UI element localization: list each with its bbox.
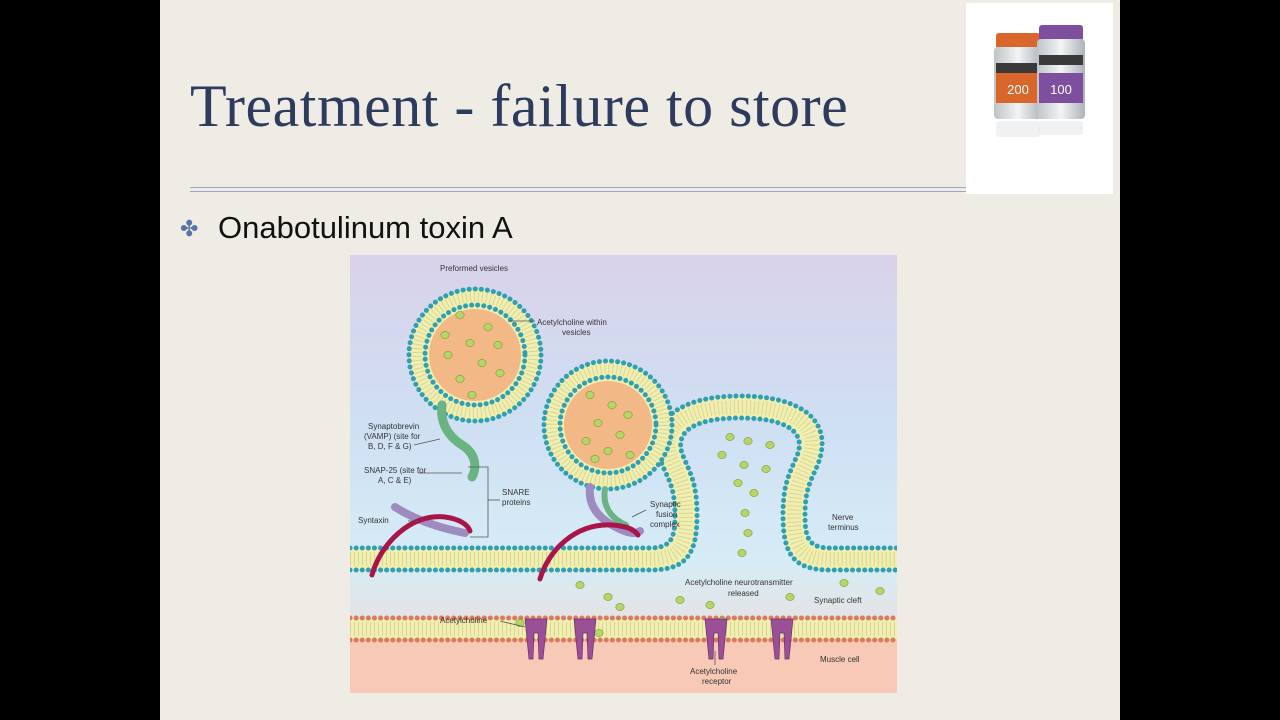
snap-25 <box>391 503 469 537</box>
acetylcholine-molecule <box>483 323 493 331</box>
vial-right-label <box>1039 73 1083 103</box>
synapse-diagram: Preformed vesicles Acetylcholine within … <box>350 255 897 693</box>
label-released-2: released <box>728 589 759 598</box>
snare-complex-right <box>537 483 644 582</box>
acetylcholine-receptor <box>573 618 597 660</box>
label-nerve-1: Nerve <box>832 513 854 522</box>
acetylcholine-molecule <box>590 455 600 463</box>
label-synaptobrevin-3: B, D, F & G) <box>368 442 412 451</box>
syntaxin-protein <box>369 514 473 578</box>
acetylcholine-molecule <box>607 401 617 409</box>
acetylcholine-molecule <box>593 419 603 427</box>
label-snap25-2: A, C & E) <box>378 476 412 485</box>
acetylcholine-molecule <box>603 593 613 601</box>
slide: Treatment - failure to store ✤ Onabotuli… <box>160 0 1120 720</box>
acetylcholine-receptor <box>524 618 548 660</box>
label-synaptobrevin-1: Synaptobrevin <box>368 422 419 431</box>
acetylcholine-molecule <box>515 619 525 627</box>
acetylcholine-molecule <box>839 579 849 587</box>
label-fusion-1: Synaptic <box>650 500 681 509</box>
label-ach-within-2: vesicles <box>562 328 590 337</box>
acetylcholine-molecule <box>737 549 747 557</box>
acetylcholine-receptor <box>770 618 794 660</box>
acetylcholine-molecule <box>440 331 450 339</box>
vial-left-label <box>996 73 1040 103</box>
label-muscle: Muscle cell <box>820 655 860 664</box>
slide-title: Treatment - failure to store <box>190 73 849 139</box>
acetylcholine-molecules <box>440 311 885 637</box>
acetylcholine-molecule <box>467 391 477 399</box>
label-synaptobrevin-2: (VAMP) (site for <box>364 432 421 441</box>
acetylcholine-molecule <box>875 587 885 595</box>
leader-lines <box>408 320 716 665</box>
acetylcholine-molecule <box>585 391 595 399</box>
vial-left-cap <box>996 33 1040 49</box>
label-ach-within-1: Acetylcholine within <box>537 318 607 327</box>
label-snare-1: SNARE <box>502 488 530 497</box>
acetylcholine-molecule <box>594 629 604 637</box>
acetylcholine-molecule <box>725 433 735 441</box>
snare-complex-left <box>369 400 480 578</box>
label-receptor-1: Acetylcholine <box>690 667 738 676</box>
acetylcholine-molecule <box>739 461 749 469</box>
acetylcholine-molecule <box>575 581 585 589</box>
title-rule-bottom <box>190 191 966 192</box>
vial-200: 200 <box>994 33 1042 137</box>
vial-right-cap <box>1039 25 1083 41</box>
nerve-membrane <box>350 393 897 573</box>
acetylcholine-molecule <box>749 489 759 497</box>
muscle-membrane <box>350 615 897 643</box>
label-preformed-vesicles: Preformed vesicles <box>440 264 508 273</box>
label-syntaxin: Syntaxin <box>358 516 389 525</box>
acetylcholine-molecule <box>717 451 727 459</box>
label-snare-2: proteins <box>502 498 530 507</box>
acetylcholine-receptors <box>524 618 794 660</box>
acetylcholine-molecule <box>733 479 743 487</box>
bullet-icon: ✤ <box>180 216 199 241</box>
acetylcholine-molecule <box>465 339 475 347</box>
acetylcholine-molecule <box>443 351 453 359</box>
label-fusion-3: complex <box>650 520 680 529</box>
acetylcholine-molecule <box>495 369 505 377</box>
vesicle-docking <box>541 358 675 492</box>
acetylcholine-molecule <box>615 431 625 439</box>
label-nerve-2: terminus <box>828 523 859 532</box>
title-rule-top <box>190 187 966 188</box>
synaptobrevin <box>437 400 480 482</box>
acetylcholine-molecule <box>493 341 503 349</box>
vial-right-dose: 100 <box>1050 82 1072 97</box>
acetylcholine-molecule <box>625 451 635 459</box>
acetylcholine-molecule <box>743 437 753 445</box>
vesicle-preformed <box>406 286 544 424</box>
diagram-labels: Preformed vesicles Acetylcholine within … <box>358 264 862 686</box>
label-snap25-1: SNAP-25 (site for <box>364 466 427 475</box>
acetylcholine-molecule <box>603 447 613 455</box>
acetylcholine-molecule <box>761 465 771 473</box>
label-cleft: Synaptic cleft <box>814 596 862 605</box>
label-receptor-2: receptor <box>702 677 732 686</box>
acetylcholine-molecule <box>615 603 625 611</box>
acetylcholine-receptor <box>704 618 728 660</box>
botox-vials-image: 200 100 <box>966 3 1113 194</box>
vial-left-dose: 200 <box>1007 82 1029 97</box>
acetylcholine-molecule <box>705 601 715 609</box>
acetylcholine-molecule <box>623 411 633 419</box>
vial-100: 100 <box>1037 25 1085 135</box>
acetylcholine-molecule <box>740 509 750 517</box>
label-fusion-2: fusion <box>656 510 677 519</box>
acetylcholine-molecule <box>581 437 591 445</box>
acetylcholine-molecule <box>785 593 795 601</box>
acetylcholine-molecule <box>743 529 753 537</box>
acetylcholine-molecule <box>455 311 465 319</box>
label-released-1: Acetylcholine neurotransmitter <box>685 578 793 587</box>
acetylcholine-molecule <box>765 441 775 449</box>
bullet-text: Onabotulinum toxin A <box>218 210 513 245</box>
acetylcholine-molecule <box>477 359 487 367</box>
acetylcholine-molecule <box>455 375 465 383</box>
label-acetylcholine: Acetylcholine <box>440 616 488 625</box>
acetylcholine-molecule <box>675 596 685 604</box>
